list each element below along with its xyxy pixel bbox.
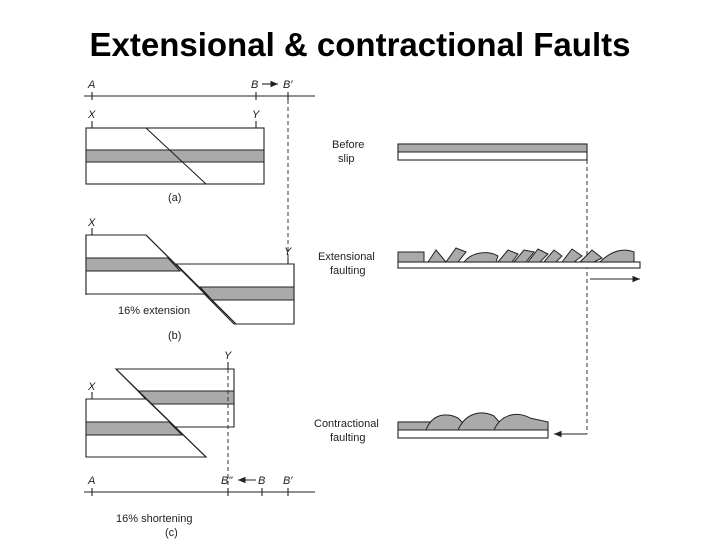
fault-plane-c: [115, 368, 207, 458]
con-label-1: Contractional: [314, 418, 379, 430]
label-a: A: [87, 79, 95, 91]
fault-plane-b: [145, 234, 237, 325]
label-y: Y: [252, 109, 260, 121]
before-label-2: slip: [338, 153, 355, 165]
marker-bed-b-left: [85, 257, 182, 272]
label-bpp: B": [221, 475, 233, 487]
panel-c: Y X A B" B B′ 16% shortening (c): [84, 350, 315, 539]
con-label-2: faulting: [330, 432, 365, 444]
label-y-b: Y: [284, 246, 292, 258]
note-shortening: 16% shortening: [116, 513, 192, 525]
marker-bed-a: [85, 149, 265, 163]
caption-c: (c): [165, 527, 178, 539]
label-b: B: [251, 79, 258, 91]
label-bprime-c: B′: [283, 475, 293, 487]
label-x-c: X: [87, 381, 96, 393]
label-x-b: X: [87, 217, 96, 229]
marker-bed-b-right: [198, 286, 295, 301]
ext-base: [397, 261, 641, 269]
panel-a: A B B′ X Y (a): [84, 79, 315, 204]
ext-label-1: Extensional: [318, 251, 375, 263]
marker-bed-c-upper: [136, 390, 235, 405]
label-b-c: B: [258, 475, 265, 487]
contractional-faulting: Contractional faulting: [314, 412, 587, 444]
marker-bed-c-lower: [85, 421, 184, 436]
ext-label-2: faulting: [330, 265, 365, 277]
fault-plane-a: [145, 127, 207, 185]
note-extension: 16% extension: [118, 305, 190, 317]
caption-a: (a): [168, 192, 181, 204]
ext-bed-start: [397, 251, 425, 263]
bed-before: [397, 143, 588, 153]
extensional-faulting: Extensional faulting: [318, 247, 641, 283]
label-b-prime: B′: [283, 79, 293, 91]
label-x: X: [87, 109, 96, 121]
caption-b: (b): [168, 330, 181, 342]
label-a-c: A: [87, 475, 95, 487]
slide-title: Extensional & contractional Faults: [89, 26, 631, 63]
panel-b: X Y 16% extension (b): [85, 217, 295, 342]
before-label-1: Before: [332, 139, 364, 151]
label-y-c: Y: [224, 350, 232, 362]
before-slip: Before slip: [332, 139, 588, 165]
